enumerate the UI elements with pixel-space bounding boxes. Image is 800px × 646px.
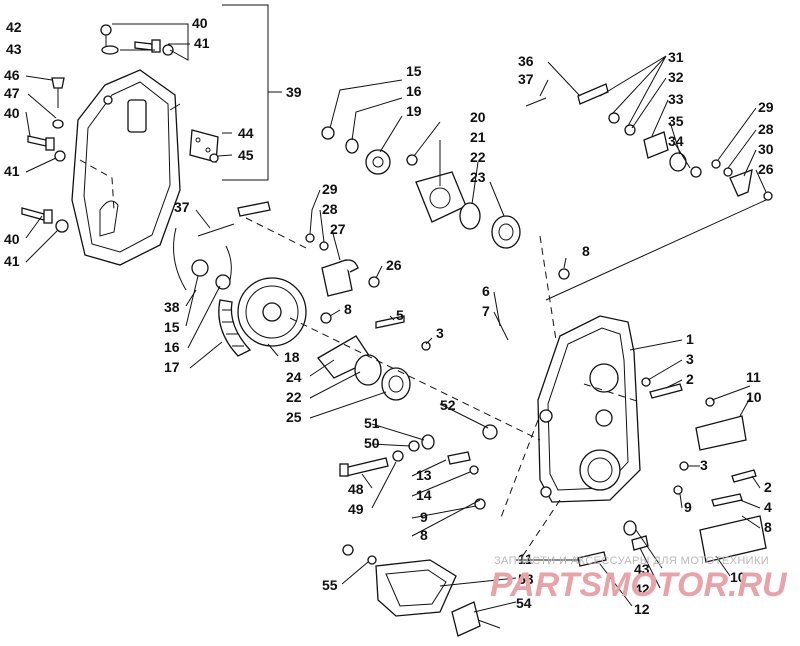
callout-8: 8	[420, 527, 428, 543]
callout-41: 41	[4, 253, 20, 269]
callout-3: 3	[700, 457, 708, 473]
callout-34: 34	[668, 133, 684, 149]
callout-19: 19	[406, 103, 422, 119]
watermark: ЗАПЧАСТИ И АКСЕССУАРЫ ДЛЯ МОТОТЕХНИКИ PA…	[490, 555, 788, 604]
callout-4: 4	[764, 499, 772, 515]
chaincase-cover	[71, 69, 181, 266]
callout-40: 40	[4, 231, 20, 247]
callout-11: 11	[518, 551, 533, 567]
callout-20: 20	[470, 109, 486, 125]
callout-53: 53	[518, 571, 534, 587]
leader-lines	[25, 23, 767, 613]
callout-24: 24	[286, 369, 302, 385]
callout-15: 15	[164, 319, 180, 335]
upper-gear-train	[321, 126, 521, 249]
callout-25: 25	[286, 409, 302, 425]
callout-22: 22	[470, 149, 486, 165]
callout-23: 23	[470, 169, 486, 185]
callout-31: 31	[668, 49, 684, 65]
callout-11: 11	[746, 369, 761, 385]
watermark-logo: PARTSMOTOR.RU	[490, 566, 788, 604]
callout-49: 49	[348, 501, 364, 517]
chain-tensioner-parts	[173, 201, 271, 291]
callout-54: 54	[516, 595, 532, 611]
callout-46: 46	[4, 67, 20, 83]
callout-36: 36	[518, 53, 534, 69]
callout-3: 3	[686, 351, 694, 367]
callout-labels: 42 40 43 41 39 46 47 40 41 44 45 40 41 3…	[4, 15, 774, 617]
drive-chain	[218, 299, 252, 357]
callout-8: 8	[582, 243, 590, 259]
callout-14: 14	[416, 487, 432, 503]
callout-10: 10	[730, 569, 746, 585]
callout-37: 37	[518, 71, 534, 87]
callout-41: 41	[4, 163, 20, 179]
callout-41: 41	[194, 35, 210, 51]
callout-1: 1	[686, 331, 694, 347]
callout-43: 43	[634, 561, 650, 577]
upper-sprocket-washer	[191, 259, 231, 290]
callout-6: 6	[482, 283, 490, 299]
callout-44: 44	[238, 125, 254, 141]
callout-18: 18	[284, 349, 300, 365]
callout-37: 37	[174, 199, 190, 215]
callout-35: 35	[668, 113, 684, 129]
callout-40: 40	[192, 15, 208, 31]
callout-42: 42	[6, 19, 22, 35]
callout-15: 15	[406, 63, 422, 79]
callout-5: 5	[396, 307, 404, 323]
callout-27: 27	[330, 221, 346, 237]
callout-51: 51	[364, 415, 380, 431]
callout-21: 21	[470, 129, 486, 145]
callout-30: 30	[758, 141, 774, 157]
callout-50: 50	[364, 435, 380, 451]
tensioner-block	[305, 233, 380, 297]
cover-hardware	[21, 24, 219, 233]
left-side-fasteners	[339, 424, 498, 565]
callout-28: 28	[758, 121, 774, 137]
callout-7: 7	[482, 303, 490, 319]
assembly-centerlines	[79, 159, 641, 561]
callout-9: 9	[684, 499, 692, 515]
bottom-guard	[375, 559, 501, 637]
large-sprocket	[237, 277, 307, 347]
callout-28: 28	[322, 201, 338, 217]
lower-bearing-set	[317, 312, 431, 401]
callout-16: 16	[406, 83, 422, 99]
callout-10: 10	[746, 389, 762, 405]
callout-12: 12	[634, 601, 650, 617]
callout-2: 2	[764, 479, 772, 495]
watermark-caption: ЗАПЧАСТИ И АКСЕССУАРЫ ДЛЯ МОТОТЕХНИКИ	[494, 555, 769, 567]
callout-32: 32	[668, 69, 684, 85]
callout-26: 26	[386, 257, 402, 273]
callout-45: 45	[238, 147, 254, 163]
callout-39: 39	[286, 84, 302, 100]
callout-38: 38	[164, 299, 180, 315]
callout-40: 40	[4, 105, 20, 121]
bracket-39	[222, 4, 282, 181]
callout-42: 42	[634, 581, 650, 597]
callout-8: 8	[764, 519, 772, 535]
callout-17: 17	[164, 359, 180, 375]
callout-26: 26	[758, 161, 774, 177]
callout-3: 3	[436, 325, 444, 341]
callout-52: 52	[440, 397, 456, 413]
callout-29: 29	[758, 99, 774, 115]
upper-right-shaft-parts	[525, 83, 773, 280]
chaincase-housing	[537, 315, 641, 503]
callout-22: 22	[286, 389, 302, 405]
callout-48: 48	[348, 481, 364, 497]
callout-33: 33	[668, 91, 684, 107]
callout-43: 43	[6, 41, 22, 57]
callout-55: 55	[322, 577, 338, 593]
callout-8: 8	[344, 301, 352, 317]
callout-29: 29	[322, 181, 338, 197]
callout-16: 16	[164, 339, 180, 355]
callout-47: 47	[4, 85, 20, 101]
callout-2: 2	[686, 371, 694, 387]
callout-13: 13	[416, 467, 432, 483]
callout-9: 9	[420, 509, 428, 525]
